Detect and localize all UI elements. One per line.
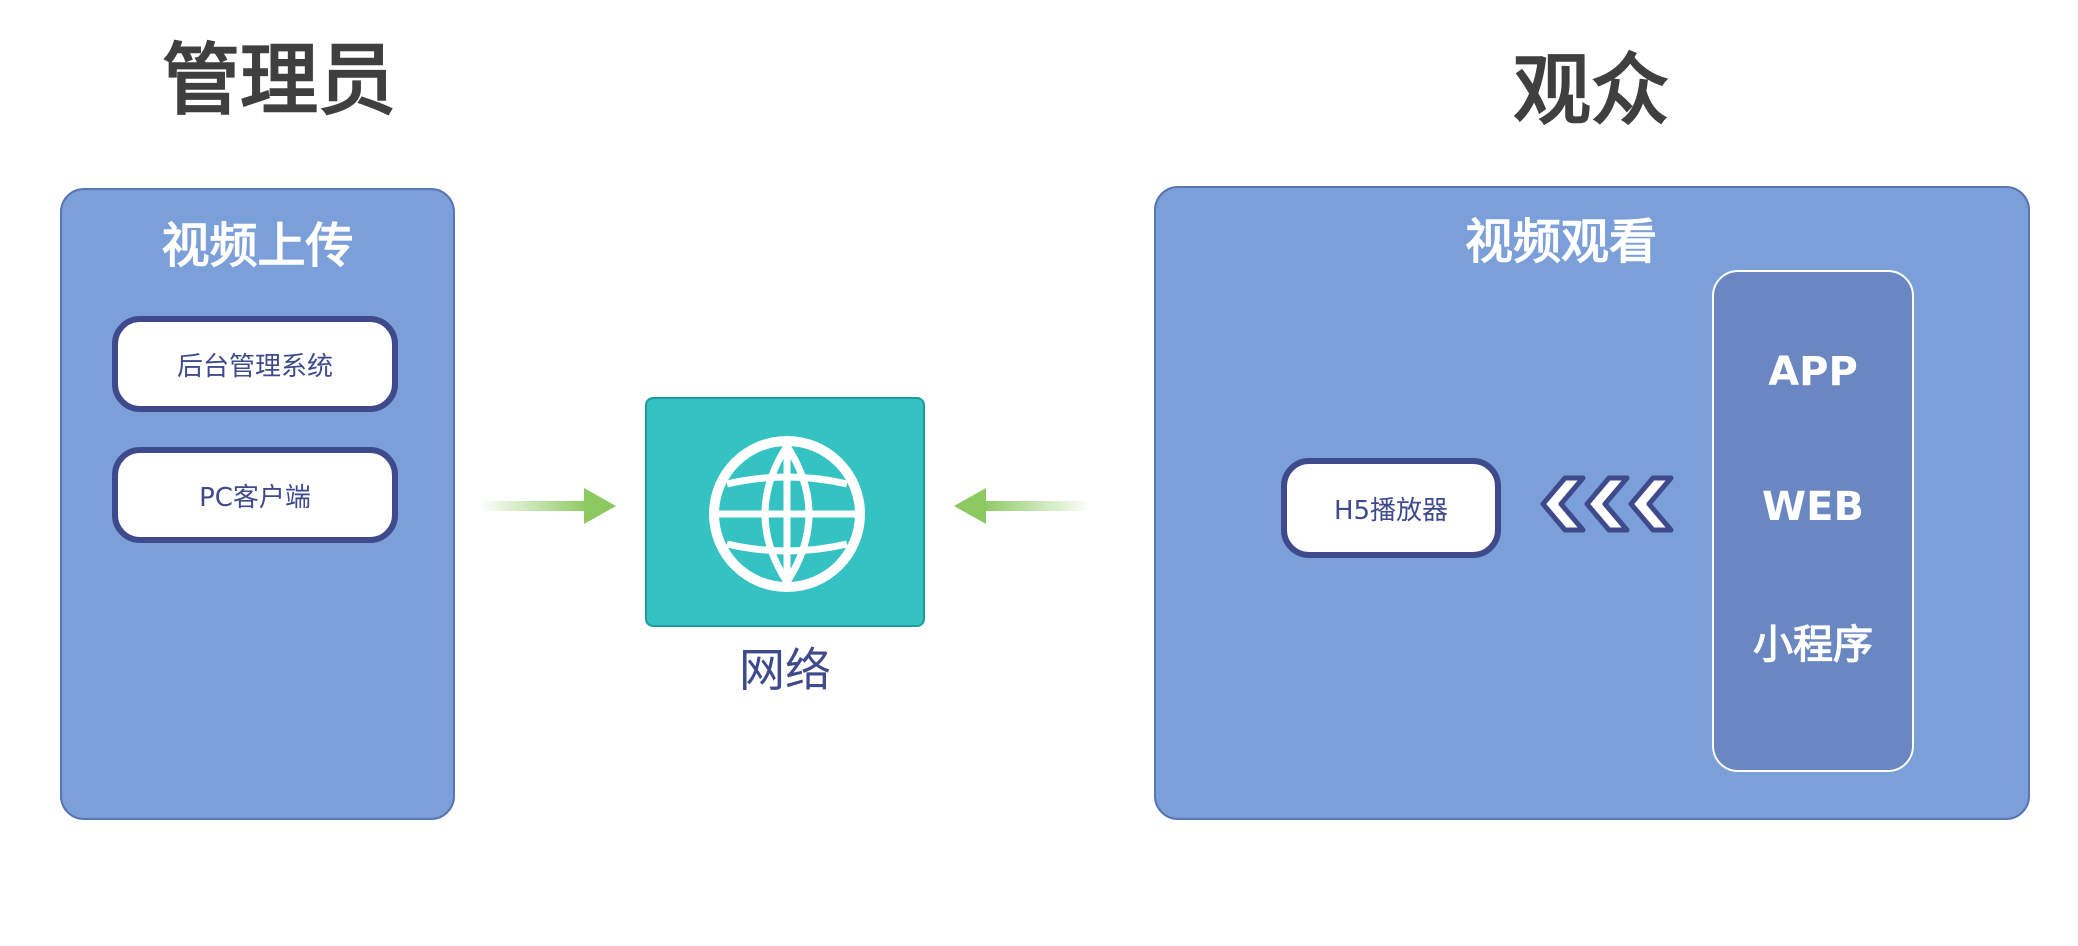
network-node bbox=[645, 397, 925, 627]
pc-client-node: PC客户端 bbox=[112, 447, 398, 543]
network-label: 网络 bbox=[739, 643, 831, 697]
client-mini-program-label: 小程序 bbox=[1753, 622, 1873, 668]
client-platforms-group: APP WEB 小程序 bbox=[1712, 270, 1914, 772]
admin-heading: 管理员 bbox=[162, 36, 397, 126]
h5-player-node: H5播放器 bbox=[1281, 458, 1501, 558]
globe-icon bbox=[709, 436, 865, 592]
backend-management-system-node: 后台管理系统 bbox=[112, 316, 398, 412]
client-app-label: APP bbox=[1768, 349, 1858, 395]
client-web-label: WEB bbox=[1762, 484, 1864, 530]
video-upload-panel: 视频上传 后台管理系统 PC客户端 bbox=[60, 188, 455, 820]
audience-heading: 观众 bbox=[1513, 46, 1670, 136]
triple-chevron-left-icon bbox=[1540, 475, 1674, 533]
arrow-right-icon bbox=[480, 488, 616, 524]
video-viewing-panel: 视频观看 H5播放器 APP WEB 小程序 bbox=[1154, 186, 2030, 820]
video-viewing-title: 视频观看 bbox=[1464, 214, 1657, 270]
arrow-left-icon bbox=[954, 488, 1090, 524]
video-upload-title: 视频上传 bbox=[161, 218, 354, 274]
